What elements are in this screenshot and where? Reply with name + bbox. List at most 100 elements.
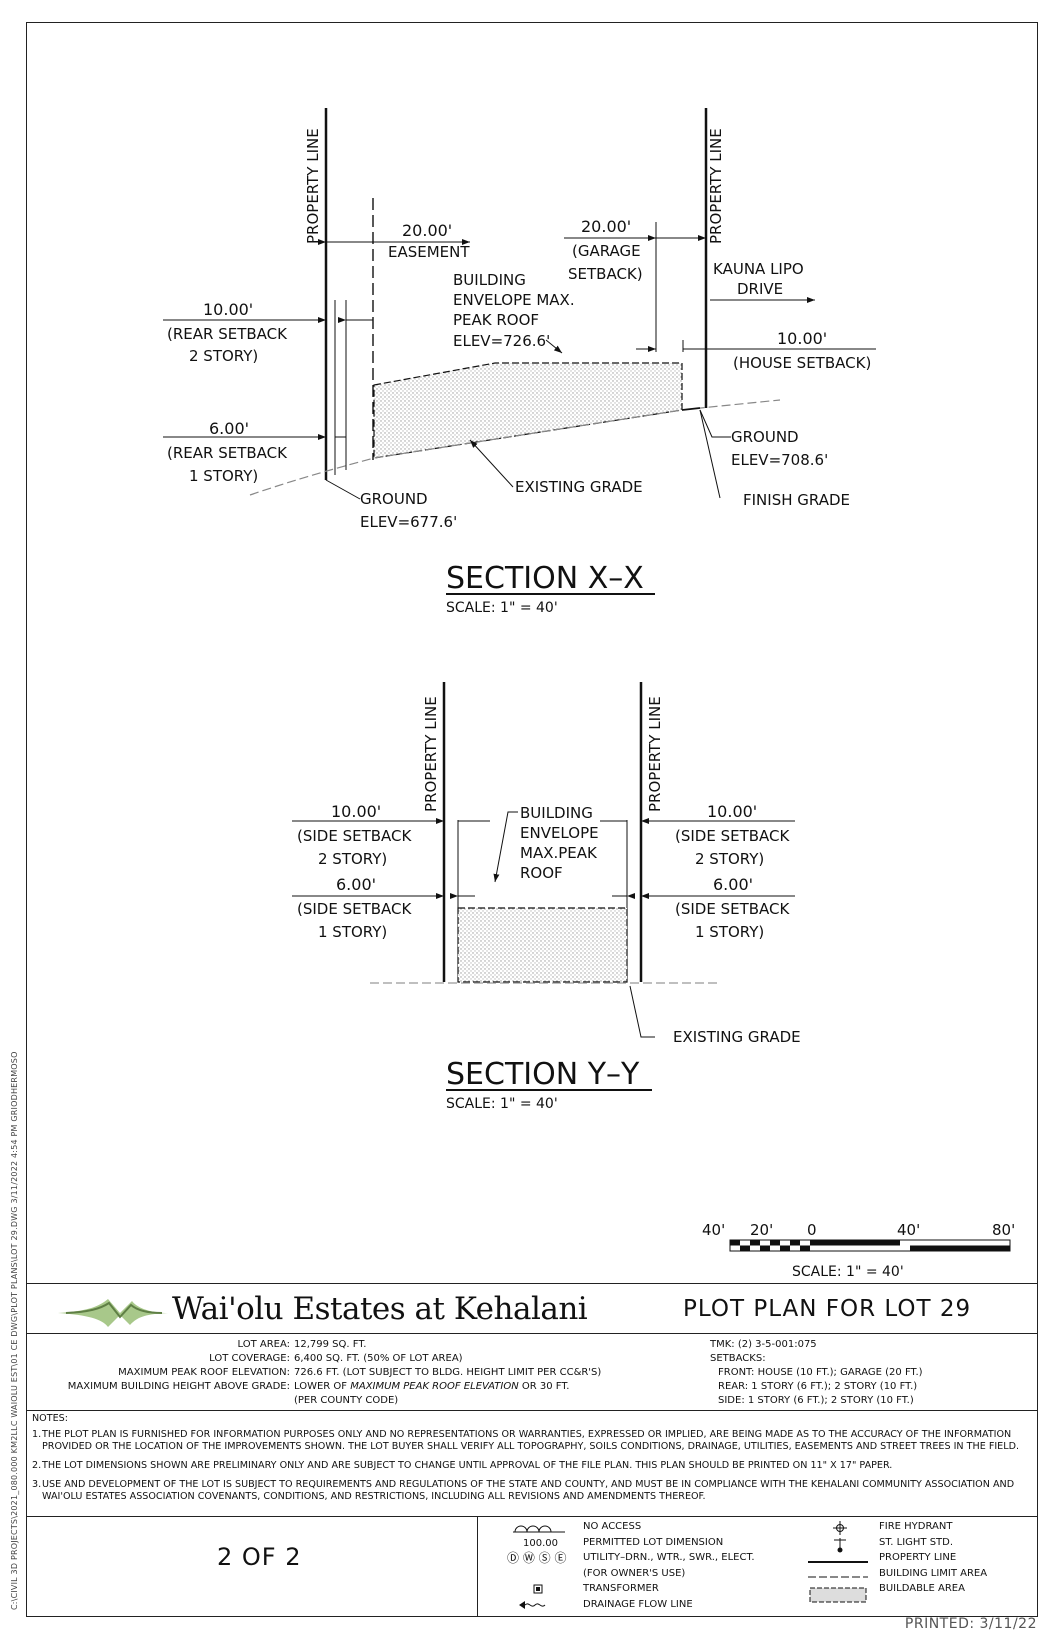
rear1-label: 1 STORY) xyxy=(189,467,258,485)
street-name: KAUNA LIPO xyxy=(713,260,804,278)
lot-area-label: LOT AREA: xyxy=(237,1339,290,1350)
legend-item: TRANSFORMER xyxy=(583,1583,659,1594)
ground-left-label: ELEV=677.6' xyxy=(360,513,457,531)
left-side2-dim: 10.00' xyxy=(331,802,381,821)
legend-item: NO ACCESS xyxy=(583,1521,642,1532)
left-side1-label: 1 STORY) xyxy=(318,923,387,941)
house-label: (HOUSE SETBACK) xyxy=(733,354,871,372)
note-item: 2.THE LOT DIMENSIONS SHOWN ARE PRELIMINA… xyxy=(32,1460,893,1471)
scale-bar: 40' 20' 0 40' 80' SCALE: 1" = 40' xyxy=(702,1221,1015,1280)
setback-side: SIDE: 1 STORY (6 FT.); 2 STORY (10 FT.) xyxy=(718,1395,914,1406)
envelope-label: ROOF xyxy=(520,864,563,882)
envelope-label: MAX.PEAK xyxy=(520,844,598,862)
notes-label: NOTES: xyxy=(32,1413,68,1424)
lot-coverage: 6,400 SQ. FT. (50% OF LOT AREA) xyxy=(294,1353,463,1364)
property-line-label: PROPERTY LINE xyxy=(646,696,664,812)
sheet-border xyxy=(26,22,1038,1617)
rear2-dim: 10.00' xyxy=(203,300,253,319)
section-title: SECTION Y–Y xyxy=(446,1057,640,1092)
legend-item: (FOR OWNER'S USE) xyxy=(583,1567,686,1579)
left-side1-dim: 6.00' xyxy=(336,875,376,894)
garage-label: SETBACK) xyxy=(568,265,643,283)
finish-grade-label: FINISH GRADE xyxy=(743,491,850,509)
max-height-note: (PER COUNTY CODE) xyxy=(294,1395,399,1406)
file-path-text: C:\CIVIL 3D PROJECTS\2021_080.000 KM2LLC… xyxy=(10,1051,19,1610)
setback-front: FRONT: HOUSE (10 FT.); GARAGE (20 FT.) xyxy=(718,1367,923,1378)
rear1-label: (REAR SETBACK xyxy=(167,444,288,462)
scale-label: SCALE: 1" = 40' xyxy=(792,1264,904,1280)
property-line-label: PROPERTY LINE xyxy=(304,128,322,244)
easement-dim: 20.00' xyxy=(402,221,452,240)
note-item: 1.THE PLOT PLAN IS FURNISHED FOR INFORMA… xyxy=(32,1429,1020,1452)
scale-tick: 20' xyxy=(750,1221,773,1239)
property-line-label: PROPERTY LINE xyxy=(422,696,440,812)
right-side2-label: (SIDE SETBACK xyxy=(675,827,791,845)
legend-symbols: 100.00 Ⓓ Ⓦ Ⓢ Ⓔ xyxy=(507,1525,566,1609)
section-scale: SCALE: 1" = 40' xyxy=(446,1096,558,1112)
section-x-drawing: PROPERTY LINE PROPERTY LINE 20.00' EASEM… xyxy=(163,108,876,616)
rear2-label: (REAR SETBACK xyxy=(167,325,288,343)
max-peak: 726.6 FT. (LOT SUBJECT TO BLDG. HEIGHT L… xyxy=(294,1367,602,1378)
envelope-label: BUILDING xyxy=(520,804,593,822)
notes: NOTES: 1.THE PLOT PLAN IS FURNISHED FOR … xyxy=(32,1413,1032,1503)
estates-name: Wai'olu Estates at Kehalani xyxy=(172,1291,588,1327)
left-side2-label: 2 STORY) xyxy=(318,850,387,868)
envelope-label: PEAK ROOF xyxy=(453,311,539,329)
legend-item: BUILDING LIMIT AREA xyxy=(879,1567,988,1579)
scale-tick: 40' xyxy=(897,1221,920,1239)
right-side1-label: (SIDE SETBACK xyxy=(675,900,791,918)
legend-symbol-dimension: 100.00 xyxy=(523,1538,558,1549)
scale-tick: 80' xyxy=(992,1221,1015,1239)
legend-item: PROPERTY LINE xyxy=(879,1552,957,1563)
setbacks-label: SETBACKS: xyxy=(710,1353,766,1364)
ground-right-label: ELEV=708.6' xyxy=(731,451,828,469)
lot-coverage-label: LOT COVERAGE: xyxy=(209,1353,290,1364)
printed-date: PRINTED: 3/11/22 xyxy=(904,1616,1037,1632)
rear2-label: 2 STORY) xyxy=(189,347,258,365)
lot-area: 12,799 SQ. FT. xyxy=(294,1339,367,1350)
scale-tick: 0 xyxy=(807,1221,817,1239)
existing-grade-label: EXISTING GRADE xyxy=(673,1028,801,1046)
garage-dim: 20.00' xyxy=(581,217,631,236)
left-side2-label: (SIDE SETBACK xyxy=(297,827,413,845)
legend-item: DRAINAGE FLOW LINE xyxy=(583,1598,693,1610)
left-side1-label: (SIDE SETBACK xyxy=(297,900,413,918)
legend-item: ST. LIGHT STD. xyxy=(879,1536,954,1548)
max-height-label: MAXIMUM BUILDING HEIGHT ABOVE GRADE: xyxy=(67,1381,290,1392)
easement-label: EASEMENT xyxy=(388,243,470,261)
right-side2-label: 2 STORY) xyxy=(695,850,764,868)
legend-symbols-right xyxy=(808,1521,868,1603)
envelope-label: ELEV=726.6' xyxy=(453,332,550,350)
setback-rear: REAR: 1 STORY (6 FT.); 2 STORY (10 FT.) xyxy=(718,1381,918,1392)
lot-info: LOT AREA: 12,799 SQ. FT. LOT COVERAGE: 6,4… xyxy=(30,1338,602,1408)
right-side1-dim: 6.00' xyxy=(713,875,753,894)
max-peak-label: MAXIMUM PEAK ROOF ELEVATION: xyxy=(118,1367,290,1378)
legend-symbol-utilities: Ⓓ Ⓦ Ⓢ Ⓔ xyxy=(507,1551,566,1565)
envelope-label: ENVELOPE xyxy=(520,824,599,842)
section-scale: SCALE: 1" = 40' xyxy=(446,600,558,616)
section-y-drawing: PROPERTY LINE PROPERTY LINE BUILDING ENV… xyxy=(292,682,801,1112)
garage-label: (GARAGE xyxy=(572,242,641,260)
rear1-dim: 6.00' xyxy=(209,419,249,438)
house-dim: 10.00' xyxy=(777,329,827,348)
legend-item: FIRE HYDRANT xyxy=(879,1521,953,1532)
logo-mark xyxy=(58,1299,168,1327)
legend-right: FIRE HYDRANT ST. LIGHT STD. PROPERTY LIN… xyxy=(879,1519,987,1597)
existing-grade-label: EXISTING GRADE xyxy=(515,478,643,496)
plan-title: PLOT PLAN FOR LOT 29 xyxy=(683,1296,972,1322)
legend-item: UTILITY–DRN., WTR., SWR., ELECT. xyxy=(583,1552,755,1563)
ground-right-label: GROUND xyxy=(731,428,799,446)
street-name: DRIVE xyxy=(737,280,783,298)
tmk: TMK: (2) 3-5-001:075 xyxy=(710,1339,817,1350)
note-item: 3.USE AND DEVELOPMENT OF THE LOT IS SUBJ… xyxy=(32,1479,1015,1502)
property-line-label: PROPERTY LINE xyxy=(707,128,725,244)
ground-left-label: GROUND xyxy=(360,490,428,508)
sheet-number: 2 OF 2 xyxy=(217,1543,302,1571)
right-side1-label: 1 STORY) xyxy=(695,923,764,941)
scale-tick: 40' xyxy=(702,1221,725,1239)
legend-item: BUILDABLE AREA xyxy=(879,1583,965,1594)
max-height: LOWER OF MAXIMUM PEAK ROOF ELEVATION OR … xyxy=(294,1381,570,1392)
right-side2-dim: 10.00' xyxy=(707,802,757,821)
envelope-label: BUILDING xyxy=(453,271,526,289)
tmk-setbacks: TMK: (2) 3-5-001:075 SETBACKS: FRONT: HO… xyxy=(710,1338,923,1408)
